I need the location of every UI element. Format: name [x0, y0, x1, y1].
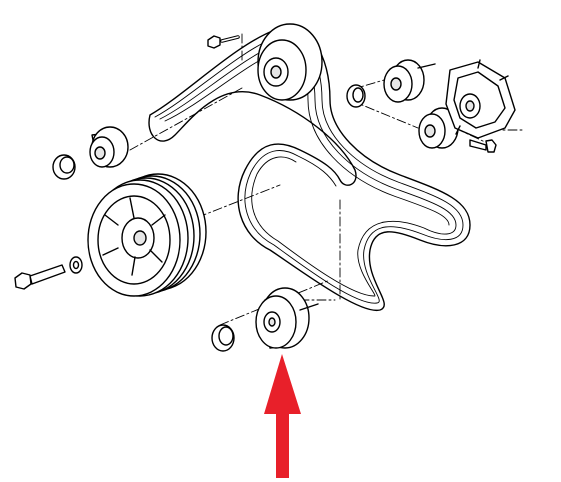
up-arrow-icon	[264, 354, 301, 478]
tensioner-assembly	[445, 59, 516, 139]
crankshaft-bolt	[14, 264, 66, 290]
lower-idler-pulley	[255, 287, 319, 349]
center-line	[129, 87, 243, 151]
upper-idler-pulley	[257, 23, 323, 101]
crankshaft-washer	[69, 256, 83, 274]
alternator-pulley	[383, 59, 436, 103]
lower-idler-cap	[211, 324, 235, 352]
left-idler-pulley	[89, 126, 129, 168]
left-idler-cap	[52, 154, 76, 180]
tensioner-bolt	[469, 139, 497, 153]
upper-idler-bolt	[207, 35, 240, 49]
crankshaft-pulley	[87, 173, 207, 297]
tensioner-pulley	[418, 107, 459, 149]
alternator-cap	[346, 84, 366, 108]
